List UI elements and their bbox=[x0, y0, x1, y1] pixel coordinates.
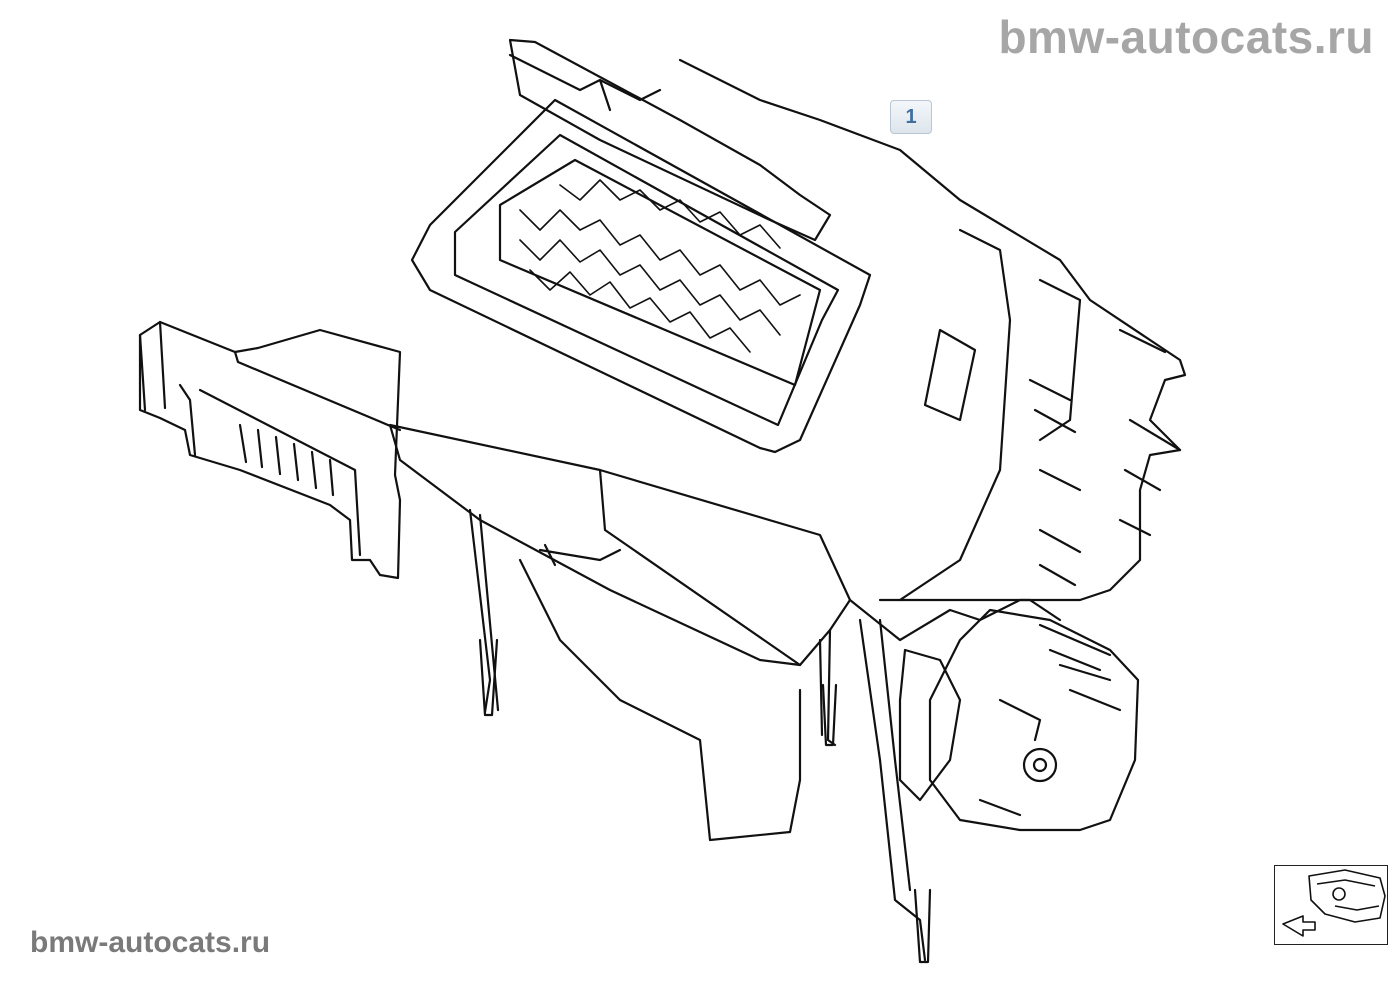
watermark-bottom: bmw-autocats.ru bbox=[30, 926, 271, 959]
vehicle-location-thumbnail[interactable] bbox=[1274, 865, 1388, 945]
filter-mesh bbox=[519, 179, 801, 353]
right-housing bbox=[678, 58, 1187, 642]
left-air-duct bbox=[138, 320, 402, 580]
watermark-top: bmw-autocats.ru bbox=[998, 11, 1374, 63]
mounting-pins bbox=[478, 638, 932, 964]
main-housing bbox=[388, 423, 852, 842]
upper-frame bbox=[410, 38, 872, 454]
car-front-arrow-icon bbox=[1282, 869, 1386, 937]
blower-housing bbox=[858, 608, 1140, 962]
part-callout-1[interactable]: 1 bbox=[890, 100, 932, 134]
